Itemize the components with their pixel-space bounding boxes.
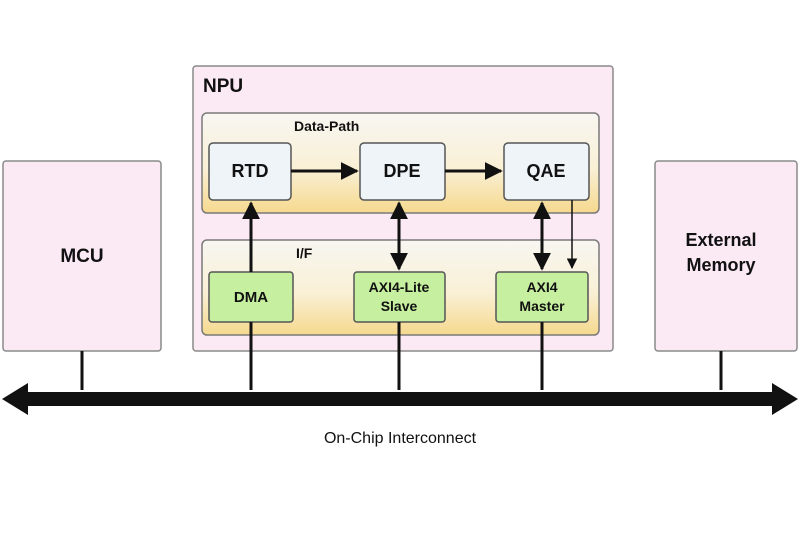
external-memory-label-line1: External	[685, 230, 756, 250]
axi4-lite-slave-label-line1: AXI4-Lite	[369, 279, 430, 295]
interface-label: I/F	[296, 245, 313, 261]
mcu-block: MCU	[2, 160, 162, 352]
axi4-lite-slave-block: AXI4-Lite Slave	[353, 271, 446, 323]
qae-block: QAE	[503, 142, 590, 201]
qae-label: QAE	[526, 161, 565, 181]
axi4-master-label-line2: Master	[519, 298, 565, 314]
mcu-label: MCU	[60, 246, 103, 267]
external-memory-block: External Memory	[654, 160, 798, 352]
data-path-label: Data-Path	[294, 118, 359, 134]
rtd-label: RTD	[232, 161, 269, 181]
external-memory-label-line2: Memory	[686, 255, 755, 275]
dpe-block: DPE	[359, 142, 446, 201]
axi4-lite-slave-label-line2: Slave	[381, 298, 418, 314]
axi4-master-block: AXI4 Master	[495, 271, 589, 323]
dma-block: DMA	[208, 271, 294, 323]
on-chip-interconnect-bus	[2, 383, 798, 415]
dpe-label: DPE	[383, 161, 420, 181]
bus-label: On-Chip Interconnect	[324, 430, 477, 447]
axi4-master-label-line1: AXI4	[526, 279, 557, 295]
rtd-block: RTD	[208, 142, 292, 201]
npu-label: NPU	[203, 76, 243, 97]
dma-label: DMA	[234, 289, 268, 306]
